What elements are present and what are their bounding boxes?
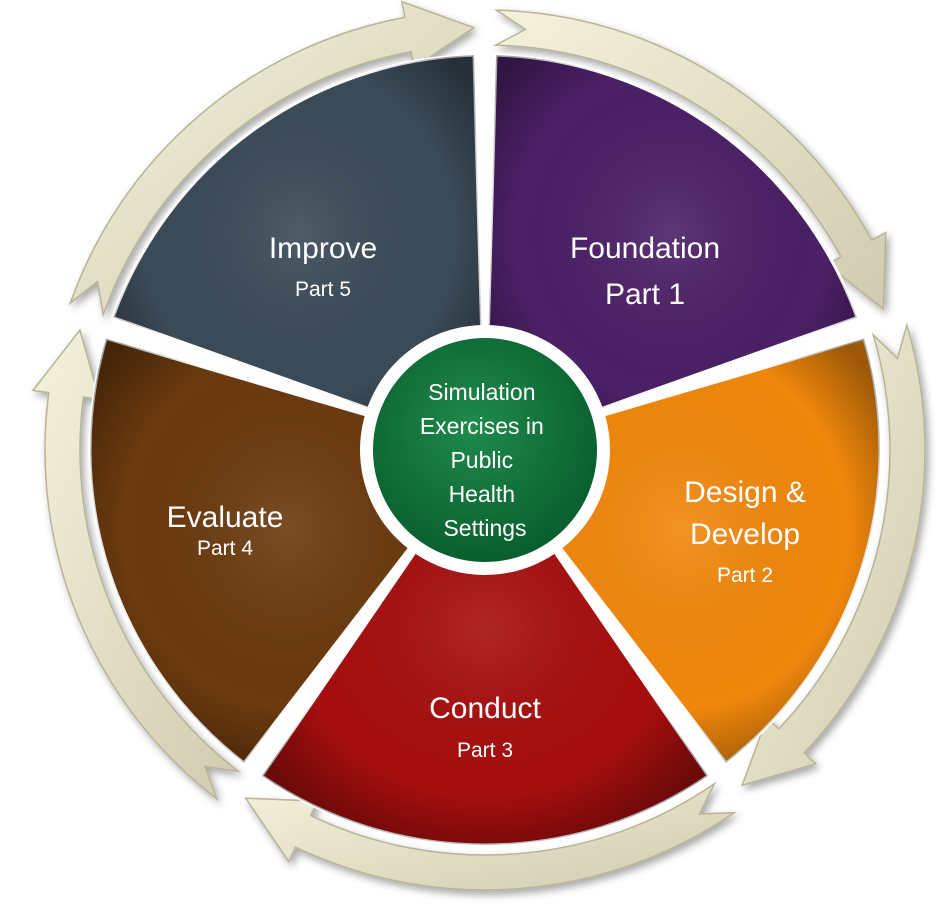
improve-part: Part 5 xyxy=(295,278,351,301)
center-title: Simulation Exercises in Public Health Se… xyxy=(420,379,550,541)
evaluate-part: Part 4 xyxy=(197,537,253,560)
segment-shade-foundation xyxy=(485,55,858,451)
cycle-arrow-5 xyxy=(68,0,476,318)
segment-labels: Foundation Part 1 Design & Develop Part … xyxy=(167,232,806,762)
segment-shade-improve xyxy=(112,55,486,451)
foundation-title: Foundation xyxy=(570,232,720,265)
cycle-arrow-2 xyxy=(740,322,926,787)
center-line-2: Exercises in xyxy=(420,413,544,439)
cycle-arrow-1 xyxy=(492,9,887,311)
design-develop-part: Part 2 xyxy=(717,564,773,587)
design-develop-title-1: Design & xyxy=(684,476,806,509)
segment-shade-conduct xyxy=(261,450,709,845)
center-hub: Simulation Exercises in Public Health Se… xyxy=(360,325,610,575)
center-line-5: Settings xyxy=(443,515,526,541)
label-conduct: Conduct Part 3 xyxy=(429,692,541,762)
label-improve: Improve Part 5 xyxy=(269,232,377,301)
conduct-title: Conduct xyxy=(429,692,541,725)
center-line-3: Public xyxy=(450,447,513,473)
improve-title: Improve xyxy=(269,232,377,265)
foundation-part: Part 1 xyxy=(605,278,685,311)
evaluate-title: Evaluate xyxy=(167,501,284,534)
center-line-4: Health xyxy=(449,481,515,507)
conduct-part: Part 3 xyxy=(457,739,513,762)
label-foundation: Foundation Part 1 xyxy=(570,232,720,311)
cycle-arrow-4 xyxy=(31,328,242,802)
center-line-1: Simulation xyxy=(428,379,535,405)
label-evaluate: Evaluate Part 4 xyxy=(167,501,284,560)
design-develop-title-2: Develop xyxy=(690,518,800,551)
label-design-develop: Design & Develop Part 2 xyxy=(684,476,806,587)
cycle-arrow-3 xyxy=(244,781,737,891)
cycle-arrows xyxy=(31,0,926,891)
